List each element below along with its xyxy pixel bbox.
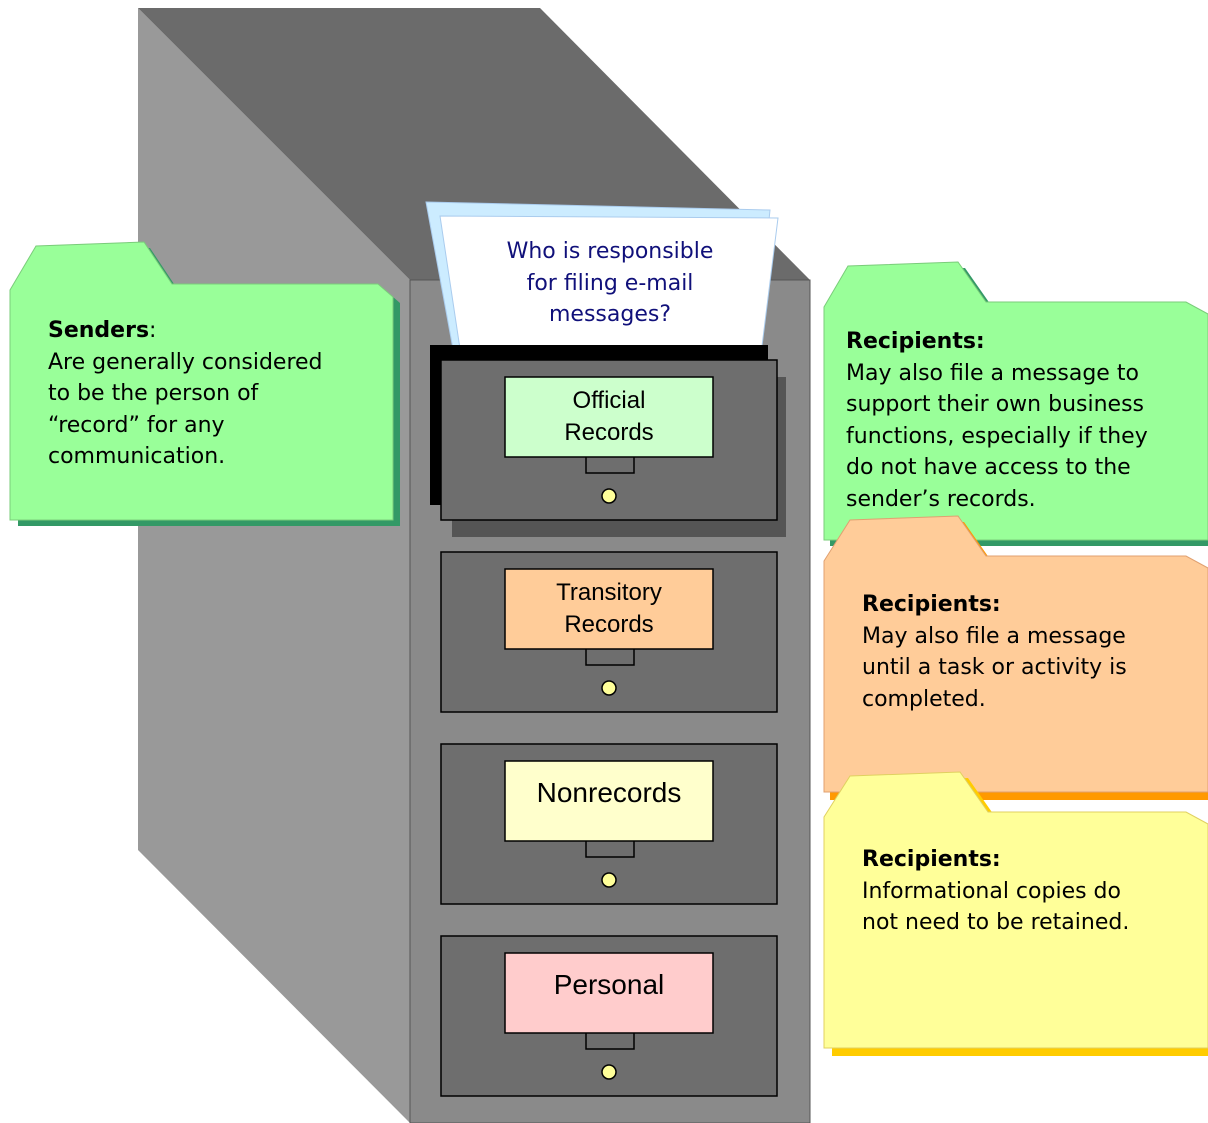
note-title-suffix: :	[149, 318, 157, 343]
drawer-label-frame	[504, 952, 714, 1034]
note-line: communication.	[48, 444, 226, 469]
note-line: sender’s records.	[846, 486, 1036, 512]
note-line: May also file a message to	[846, 360, 1139, 386]
drawer-label-line: Nonrecords	[536, 777, 682, 808]
note-line: May also file a message	[862, 623, 1126, 649]
drawer-transitory	[440, 551, 778, 713]
drawer-knob-icon	[601, 872, 617, 888]
drawer-handle-icon	[585, 457, 635, 474]
drawer-label-nonrecords: Nonrecords	[507, 763, 711, 823]
drawer-knob-icon	[601, 1064, 617, 1080]
recipients-nonrecords-note: Recipients: Informational copies do not …	[862, 844, 1202, 939]
drawer-knob-icon	[601, 488, 617, 504]
note-line: “record” for any	[48, 412, 225, 438]
senders-folder	[9, 241, 400, 526]
note-line: until a task or activity is	[862, 655, 1127, 680]
drawer-nonrecords	[440, 743, 778, 905]
drawer-label-official: Official Records	[507, 379, 711, 455]
note-line: to be the person of	[48, 381, 259, 406]
note-title-row: Senders:	[48, 315, 383, 347]
note-line: functions, especially if they	[846, 423, 1148, 449]
note-line: Informational copies do	[862, 878, 1121, 904]
note-title: Recipients:	[862, 592, 1001, 617]
note-title: Recipients:	[862, 847, 1001, 872]
recipients-orange-folder	[823, 515, 1208, 800]
note-title: Recipients:	[846, 329, 985, 354]
recipients-green-folder	[823, 261, 1208, 546]
recipients-transitory-note: Recipients: May also file a message unti…	[862, 589, 1202, 715]
drawer-official	[440, 359, 778, 521]
drawer-handle-icon	[585, 649, 635, 666]
note-title: Senders	[48, 318, 150, 343]
senders-note: Senders: Are generally considered to be …	[48, 315, 383, 473]
drawer-label-line: Transitory	[556, 579, 662, 606]
question-line: for filing e-mail	[526, 270, 694, 296]
drawer-handle-icon	[585, 841, 635, 858]
note-line: not need to be retained.	[862, 910, 1130, 935]
drawer-handle-icon	[585, 1033, 635, 1050]
note-line: support their own business	[846, 392, 1144, 417]
question-line: Who is responsible	[506, 239, 714, 264]
drawer-label-line: Records	[564, 419, 654, 446]
drawer-label-line: Personal	[553, 969, 665, 1000]
drawer-knob-icon	[601, 680, 617, 696]
drawer-label-frame	[504, 760, 714, 842]
drawer-label-personal: Personal	[507, 955, 711, 1015]
drawer-label-line: Records	[564, 611, 654, 638]
drawer-label-line: Official	[572, 387, 646, 414]
folder-body	[823, 771, 1208, 1049]
question-line: messages?	[548, 302, 671, 327]
drawer-label-transitory: Transitory Records	[507, 571, 711, 647]
drawer-label-frame	[504, 568, 714, 650]
recipients-yellow-folder	[823, 771, 1208, 1056]
recipients-official-note: Recipients: May also file a message to s…	[846, 326, 1201, 515]
note-line: do not have access to the	[846, 455, 1131, 480]
folder-body	[9, 241, 394, 521]
drawer-label-frame	[504, 376, 714, 458]
note-line: Are generally considered	[48, 349, 323, 375]
note-line: completed.	[862, 686, 986, 712]
question-text: Who is responsible for filing e-mail mes…	[465, 236, 755, 331]
drawer-personal	[440, 935, 778, 1097]
